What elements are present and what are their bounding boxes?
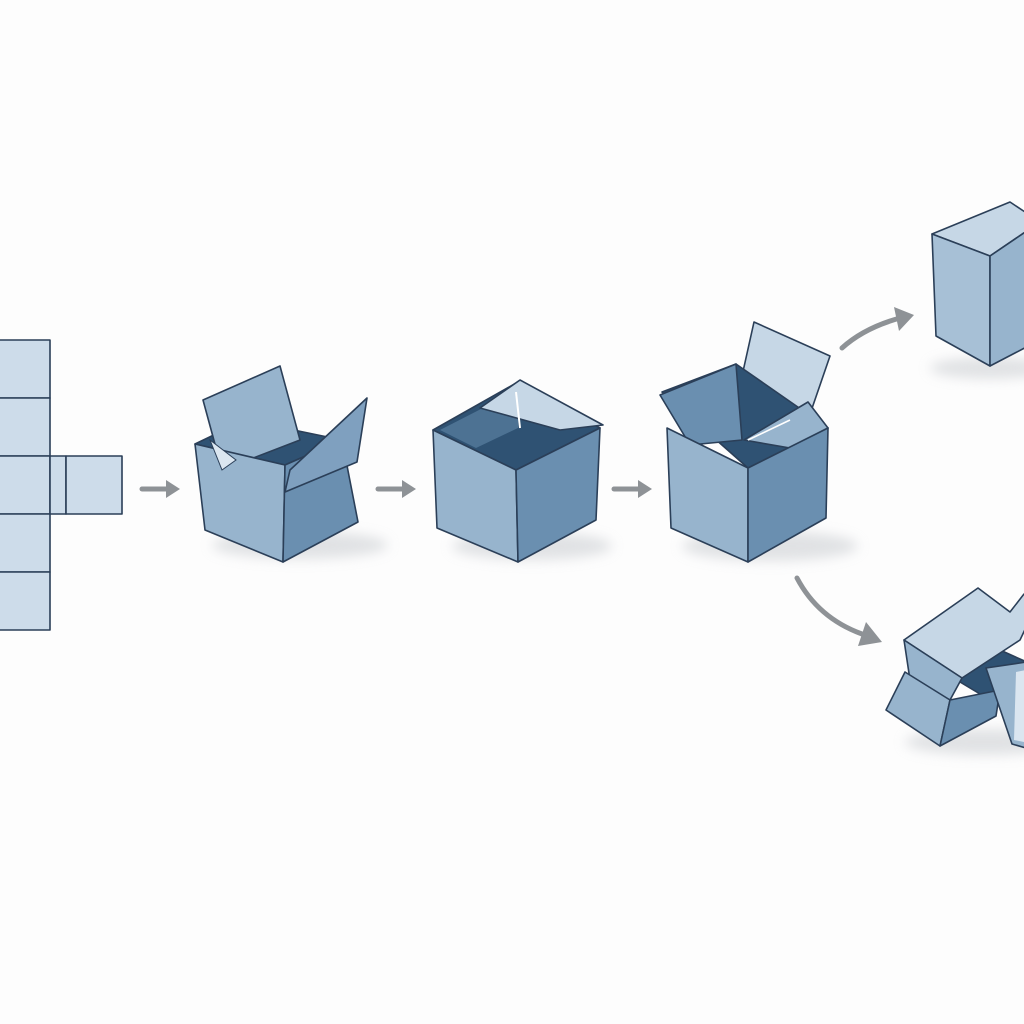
curved-arrow-up-icon bbox=[839, 307, 914, 351]
arrow-right-icon bbox=[375, 480, 416, 498]
closed-cube-icon bbox=[930, 201, 1024, 379]
arrow-right-icon bbox=[139, 480, 180, 498]
curved-arrow-down-icon bbox=[794, 575, 882, 646]
cube-net-icon bbox=[0, 339, 123, 631]
arrow-right-icon bbox=[611, 480, 652, 498]
open-box-icon bbox=[194, 365, 388, 563]
open-top-box-icon bbox=[432, 379, 612, 563]
closing-box-icon bbox=[659, 321, 858, 563]
collapsed-box-icon bbox=[885, 587, 1024, 755]
